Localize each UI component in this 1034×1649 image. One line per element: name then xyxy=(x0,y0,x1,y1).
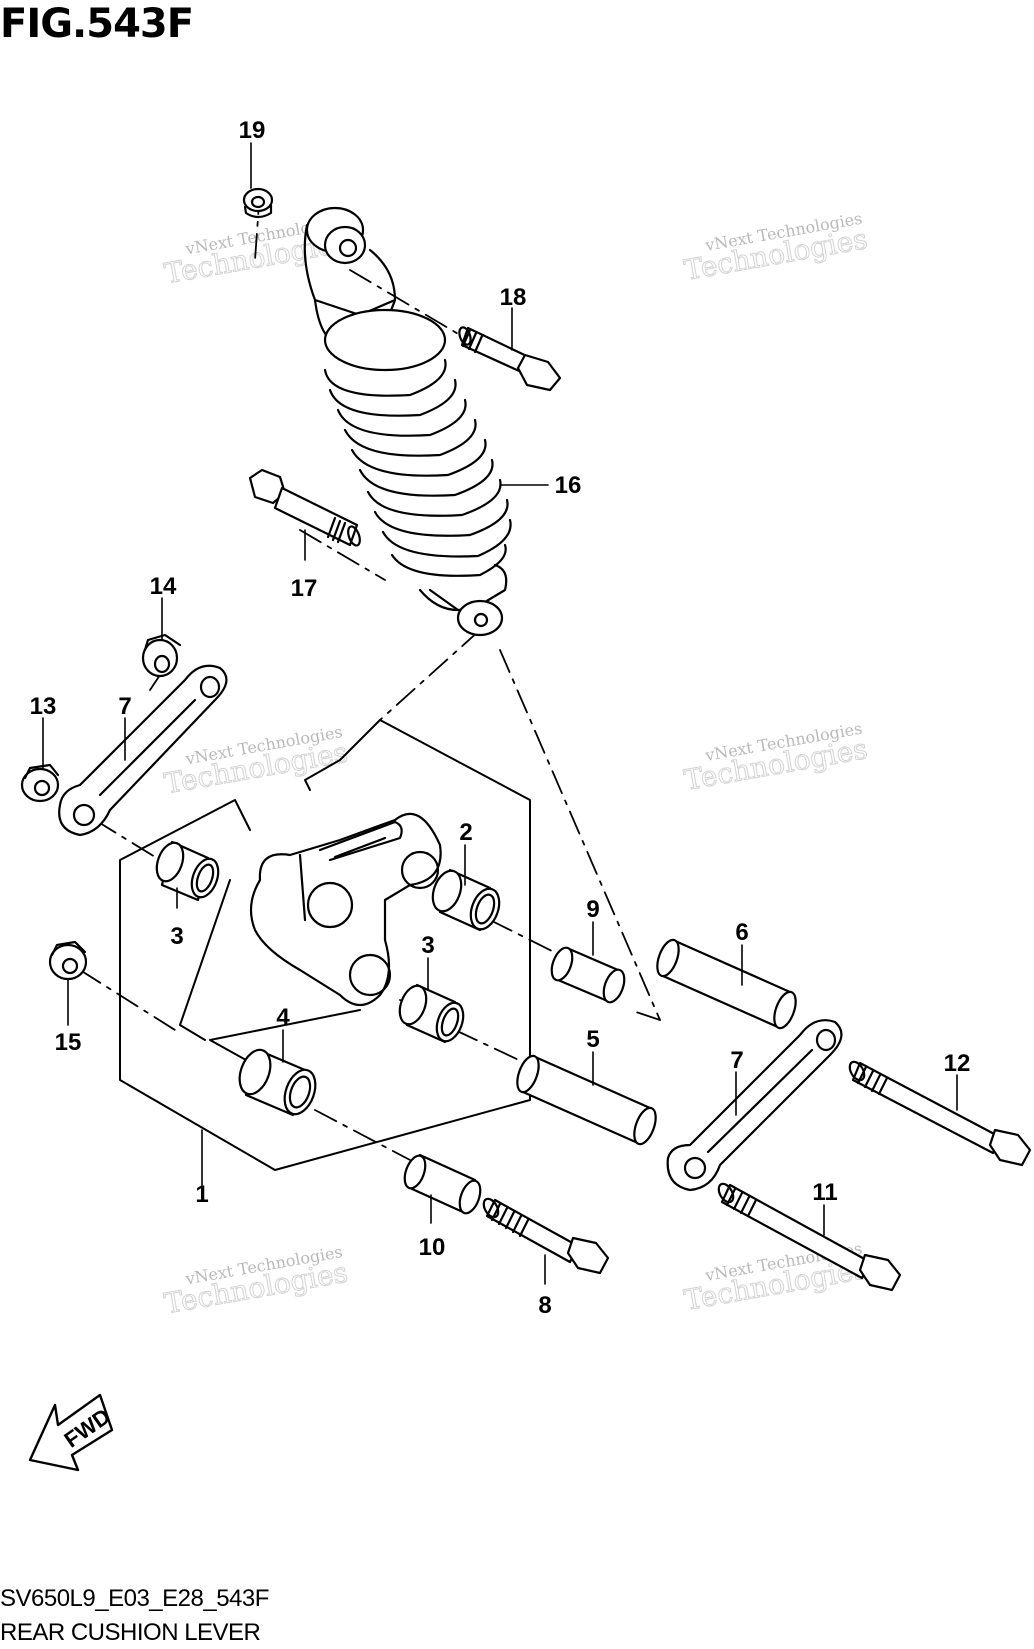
callout-9: 9 xyxy=(586,896,599,923)
bolt-12 xyxy=(848,1060,1032,1167)
cushion-rod-right xyxy=(666,1019,843,1192)
bearing-2 xyxy=(431,868,501,932)
figure-title: FIG.543F xyxy=(0,1,194,47)
callout-4: 4 xyxy=(276,1004,290,1031)
callouts: 19 18 16 17 14 13 7 2 3 9 6 3 4 15 5 7 1… xyxy=(30,117,971,1319)
bolt-11 xyxy=(717,1182,902,1292)
nut-14 xyxy=(141,633,182,678)
callout-8: 8 xyxy=(538,1292,551,1319)
spacer-9 xyxy=(550,946,626,1004)
watermark-bottom-left: vNext Technologies Technologies xyxy=(161,1242,350,1321)
nut-13 xyxy=(20,763,60,803)
callout-11: 11 xyxy=(812,1179,837,1206)
bearing-4 xyxy=(238,1048,317,1117)
nut-19 xyxy=(242,187,274,219)
bolt-18 xyxy=(458,326,562,392)
cushion-rod-left xyxy=(58,664,228,837)
callout-19: 19 xyxy=(239,117,266,144)
callout-12: 12 xyxy=(944,1050,971,1077)
callout-1: 1 xyxy=(195,1181,208,1208)
figure-code: SV650L9_E03_E28_543F xyxy=(0,1585,269,1612)
callout-13: 13 xyxy=(30,693,57,720)
cushion-lever xyxy=(249,812,442,1007)
callout-7: 7 xyxy=(118,693,131,720)
lever-assembly-outline xyxy=(119,719,531,1171)
callout-18: 18 xyxy=(500,284,527,311)
bolt-8 xyxy=(482,1197,610,1275)
spacer-10 xyxy=(403,1153,482,1215)
spacer-6 xyxy=(656,938,797,1030)
bolt-17 xyxy=(248,468,361,547)
callout-16: 16 xyxy=(555,472,582,499)
callout-17: 17 xyxy=(291,575,318,602)
callout-14: 14 xyxy=(150,573,177,600)
bearing-3-left xyxy=(155,840,220,902)
shock-absorber xyxy=(303,206,512,637)
bearing-3-right xyxy=(398,983,465,1044)
spacer-5 xyxy=(516,1054,657,1146)
callout-3: 3 xyxy=(170,923,183,950)
callout-10: 10 xyxy=(419,1234,446,1261)
callout-7-right: 7 xyxy=(730,1047,743,1074)
fwd-arrow-icon xyxy=(28,1393,114,1472)
callout-15: 15 xyxy=(55,1029,82,1056)
callout-6: 6 xyxy=(735,919,748,946)
callout-5: 5 xyxy=(586,1026,599,1053)
figure-name: REAR CUSHION LEVER xyxy=(0,1619,261,1646)
watermark-mid-right: vNext Technologies Technologies xyxy=(681,719,870,798)
callout-2: 2 xyxy=(459,819,472,846)
watermark-top-right: vNext Technologies Technologies xyxy=(681,209,870,288)
watermark-mid-left: vNext Technologies Technologies xyxy=(161,722,350,801)
leader-lines xyxy=(42,142,958,1285)
nut-15 xyxy=(48,940,88,981)
callout-3-right: 3 xyxy=(421,932,434,959)
